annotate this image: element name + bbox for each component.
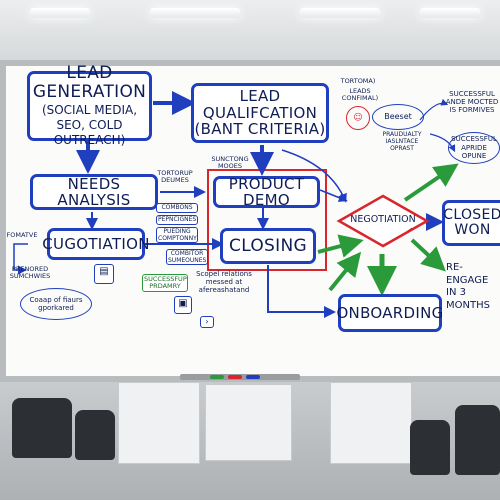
closing-node: CLOSING xyxy=(220,228,316,264)
needs-analysis-node: NEEDS ANALYSIS xyxy=(30,174,158,210)
note-sunctong: SUNCTONG MOOES xyxy=(211,155,249,171)
product-demo-title: PRODUCT DEMO xyxy=(228,174,305,209)
ceiling-light xyxy=(420,8,480,18)
cugotiation-title: CUGOTIATION xyxy=(42,234,150,253)
negotiation-hatching xyxy=(351,227,413,245)
lead-generation-node: LEAD GENERATION (SOCIAL MEDIA, SEO, COLD… xyxy=(27,63,152,147)
terminal-icon: › xyxy=(200,316,214,328)
note-prenored: PRENORED SUMCHWIES xyxy=(9,265,51,281)
note-pueding: PUEDING COMPTONNY xyxy=(156,227,198,243)
arrow-qual-to-neg xyxy=(281,149,347,203)
onboarding-node: ONBOARDING xyxy=(336,294,444,332)
note-beeset: Beeset xyxy=(372,104,424,130)
office-floor xyxy=(0,380,500,500)
note-coaop: Coaap of fiaurs gporkared xyxy=(20,288,92,320)
note-tortorup: TORTORUP DEUMES xyxy=(157,169,193,185)
note-successful-prdmry: SUCCESSFUP PRDAMRY xyxy=(142,274,188,292)
note-pepncignes: PEPNCIGNES xyxy=(156,215,198,225)
green-marker xyxy=(210,375,224,379)
note-successful-right: SUCCESSFUL APRIDE OPUNE xyxy=(448,132,500,164)
arrow-left-loop xyxy=(13,243,28,275)
office-chair xyxy=(12,398,72,458)
note-successful-top: SUCCESSFUL ANDE MOCTED IS FORMIVES xyxy=(445,90,499,115)
lead-qualification-node: LEAD QUALIFCATION (BANT CRITERIA) xyxy=(191,83,329,143)
needs-analysis-title: NEEDS ANALYSIS xyxy=(57,174,131,209)
desk xyxy=(205,384,292,461)
office-chair xyxy=(410,420,450,475)
onboarding-title: ONBOARDING xyxy=(336,303,444,322)
note-leads-confimal: LEADS CONFIMAL) xyxy=(341,87,379,103)
lead-qualification-title: LEAD QUALIFCATION xyxy=(202,87,318,122)
ceiling xyxy=(0,0,500,62)
arrow-neg-to-reengage xyxy=(410,238,446,272)
lead-generation-sub: (SOCIAL MEDIA, SEO, COLD OUTREACH) xyxy=(41,103,138,148)
closing-title: CLOSING xyxy=(229,235,307,256)
office-chair xyxy=(75,410,115,460)
person-icon: ☺ xyxy=(346,106,370,130)
cugotiation-node: CUGOTIATION xyxy=(42,228,149,260)
negotiation-label: NEGOTIATION xyxy=(350,214,416,225)
red-marker xyxy=(228,375,242,379)
arrow-closing-to-neg xyxy=(317,234,364,258)
arrow-neg-to-success xyxy=(403,163,459,202)
note-combons: COMBONS xyxy=(156,203,198,213)
chart-icon: ▤ xyxy=(94,264,114,284)
desk xyxy=(118,382,200,464)
closed-won-node: CLOSED WON xyxy=(442,200,500,246)
arrow-closing-to-onboarding xyxy=(267,265,336,318)
document-icon: ▣ xyxy=(174,296,192,314)
lead-generation-title: LEAD GENERATION xyxy=(32,62,147,102)
note-fomatve: FOMATVE xyxy=(6,231,38,239)
product-demo-node: PRODUCT DEMO xyxy=(213,174,320,209)
note-combitor: COMBITOR SUMEOUNES xyxy=(166,249,208,265)
note-praducalty: PRAUDUALTY IASLNTACE OPRAST xyxy=(382,131,422,152)
blue-marker xyxy=(246,375,260,379)
re-engage-label: RE-ENGAGE IN 3 MONTHS xyxy=(446,262,490,311)
note-scopel: Scopel relations messed at afereashatand xyxy=(196,270,252,295)
office-chair xyxy=(455,405,500,475)
closed-won-title: CLOSED WON xyxy=(443,206,500,238)
arrow-onboarding-to-neg xyxy=(328,251,362,292)
lead-qualification-sub: (BANT CRITERIA) xyxy=(194,120,326,139)
note-tortoma: TORTOMA) xyxy=(340,77,376,85)
ceiling-light xyxy=(300,8,380,18)
ceiling-light xyxy=(30,8,90,18)
desk xyxy=(330,382,412,464)
ceiling-light xyxy=(150,8,240,18)
